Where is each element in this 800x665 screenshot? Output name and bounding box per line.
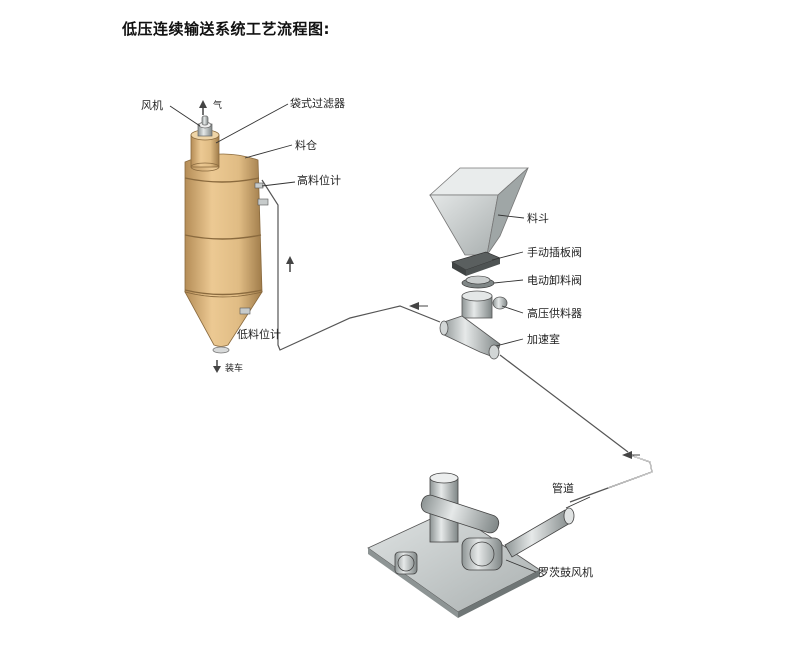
gas-label: 气: [213, 99, 222, 111]
low-level-sensor: [239, 307, 251, 315]
silo-label: 料仓: [295, 138, 317, 152]
hopper: [428, 167, 530, 256]
accel-chamber-label: 加速室: [527, 332, 560, 346]
blower-base: [367, 509, 541, 618]
flow-arrow-icon: [409, 302, 428, 310]
pipeline-label: 管道: [552, 481, 574, 495]
bag-filter-label: 袋式过滤器: [290, 96, 345, 110]
discharge-valve-label: 电动卸料阀: [527, 273, 582, 287]
diagram-title: 低压连续输送系统工艺流程图:: [122, 20, 330, 38]
flow-arrow-icon: [622, 451, 640, 459]
up-arrow-icon: [199, 100, 207, 115]
roots-blower-label: 罗茨鼓风机: [538, 565, 593, 579]
down-arrow-icon: [213, 360, 221, 373]
high-pressure-feeder: [461, 290, 508, 319]
fan-label: 风机: [141, 98, 163, 112]
low-level-label: 低料位计: [237, 327, 281, 341]
gate-valve-label: 手动插板阀: [527, 245, 582, 259]
high-level-label: 高料位计: [297, 173, 341, 187]
manual-gate-valve: [451, 251, 501, 276]
fan: [197, 115, 213, 137]
silo: [184, 153, 263, 354]
up-arrow-icon: [286, 256, 294, 272]
conveying-pipeline: [261, 179, 653, 503]
electric-discharge-valve: [461, 275, 495, 289]
hopper-label: 料斗: [527, 211, 549, 225]
truck-label: 装车: [225, 362, 243, 374]
acceleration-chamber: [439, 315, 501, 360]
roots-blower: [394, 472, 575, 575]
feeder-label: 高压供料器: [527, 306, 582, 320]
